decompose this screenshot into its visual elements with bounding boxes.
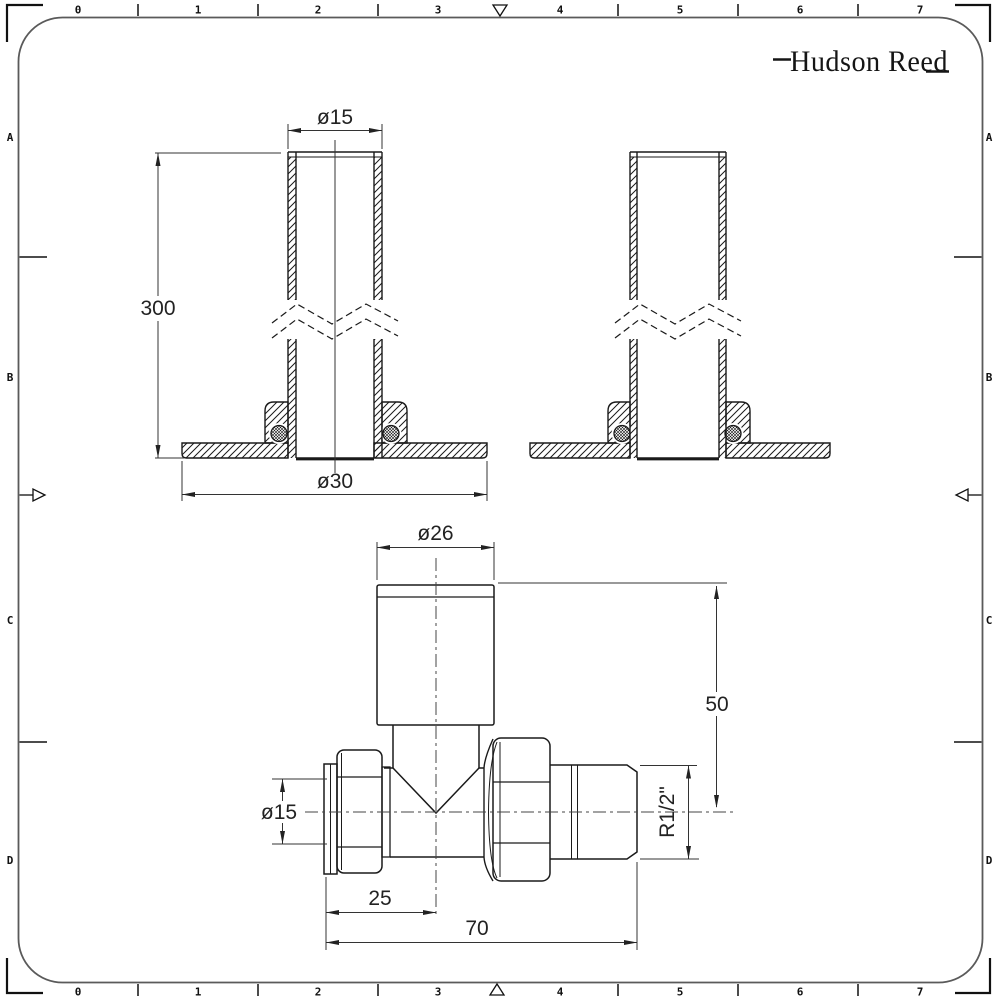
flange-base-right: [725, 442, 831, 459]
flange-base-left: [181, 442, 289, 459]
valve-view: ø26 50 ø15 R1/2" 25 70: [261, 522, 733, 950]
valve-stem: [392, 725, 480, 768]
centering-marks: [19, 4, 982, 996]
ruler-number: 5: [677, 4, 684, 17]
oring-seal-left: [613, 424, 631, 443]
ruler-letter: D: [7, 854, 14, 867]
valve-vee: [392, 767, 480, 815]
ruler-letter: B: [7, 371, 14, 384]
nut-facet-lines: [337, 776, 382, 848]
ruler-bottom: 0 1 2 3 4 5 6 7: [75, 986, 924, 999]
dim-pipe-diameter-label: ø15: [261, 801, 297, 824]
ruler-number: 4: [557, 4, 564, 17]
ruler-number: 6: [797, 4, 804, 17]
ruler-number: 3: [435, 986, 442, 999]
valve-geometry: [323, 584, 638, 882]
dim-base-diameter-label: ø30: [317, 470, 353, 493]
dim-height-label: 50: [705, 693, 728, 716]
ruler-number: 7: [917, 4, 924, 17]
ruler-top: 0 1 2 3 4 5 6 7: [75, 4, 924, 17]
dim-pipe-diameter-label: ø15: [317, 106, 353, 129]
ruler-ticks-top: [137, 4, 859, 16]
ruler-number: 1: [195, 4, 202, 17]
ruler-number: 0: [75, 4, 82, 17]
center-mark-left-icon: [32, 487, 47, 503]
union-nut: [492, 737, 551, 882]
ruler-left: A B C D: [7, 131, 14, 867]
center-mark-top-icon: [491, 4, 509, 18]
flange-section-view: ø15 300 ø30: [140, 106, 488, 501]
ruler-number: 5: [677, 986, 684, 999]
valve-center-lines: [305, 558, 733, 918]
corner-mark-bottom-right: [955, 958, 992, 995]
ruler-number: 6: [797, 986, 804, 999]
brand-name: Hudson Reed: [790, 45, 948, 78]
dim-width-label: 70: [465, 917, 488, 940]
break-lines: [614, 303, 742, 340]
break-lines: [271, 303, 399, 340]
center-mark-right-icon: [954, 487, 969, 503]
ruler-letter: D: [986, 854, 993, 867]
ruler-number: 0: [75, 986, 82, 999]
break-gap: [612, 300, 744, 339]
center-mark-bottom-icon: [488, 982, 506, 996]
ruler-letter: C: [986, 614, 993, 627]
dim-offset-label: 25: [368, 887, 391, 910]
flange-base-left: [529, 442, 631, 459]
dim-thread-label: R1/2": [656, 786, 679, 838]
oring-seal-left: [270, 424, 288, 443]
ruler-number: 1: [195, 986, 202, 999]
border-frame: [17, 16, 984, 984]
sheet-frame: [5, 3, 992, 996]
oring-seal-right: [382, 424, 400, 443]
flange-dimensions: [155, 124, 488, 501]
ruler-letter: C: [7, 614, 14, 627]
ruler-number: 4: [557, 986, 564, 999]
dim-length-label: 300: [140, 297, 175, 320]
ruler-number: 7: [917, 986, 924, 999]
ruler-number: 3: [435, 4, 442, 17]
ruler-letter: B: [986, 371, 993, 384]
ruler-letter: A: [7, 131, 14, 144]
flange-base-right: [373, 442, 488, 459]
flange-section-view-2: [529, 151, 831, 461]
oring-seal-right: [724, 424, 742, 443]
ruler-right: A B C D: [986, 131, 993, 867]
valve-dimensions: [272, 542, 727, 950]
ruler-number: 2: [315, 4, 322, 17]
corner-mark-top-right: [955, 3, 992, 42]
corner-mark-bottom-left: [5, 958, 43, 995]
brand-logo: Hudson Reed: [773, 45, 949, 78]
dim-head-diameter-label: ø26: [417, 522, 453, 545]
ruler-ticks-left: [19, 256, 47, 743]
ruler-ticks-bottom: [137, 984, 859, 996]
corner-mark-top-left: [5, 3, 43, 42]
ruler-letter: A: [986, 131, 993, 144]
nut-facet-lines: [493, 781, 550, 844]
ruler-number: 2: [315, 986, 322, 999]
ruler-ticks-right: [954, 256, 982, 743]
